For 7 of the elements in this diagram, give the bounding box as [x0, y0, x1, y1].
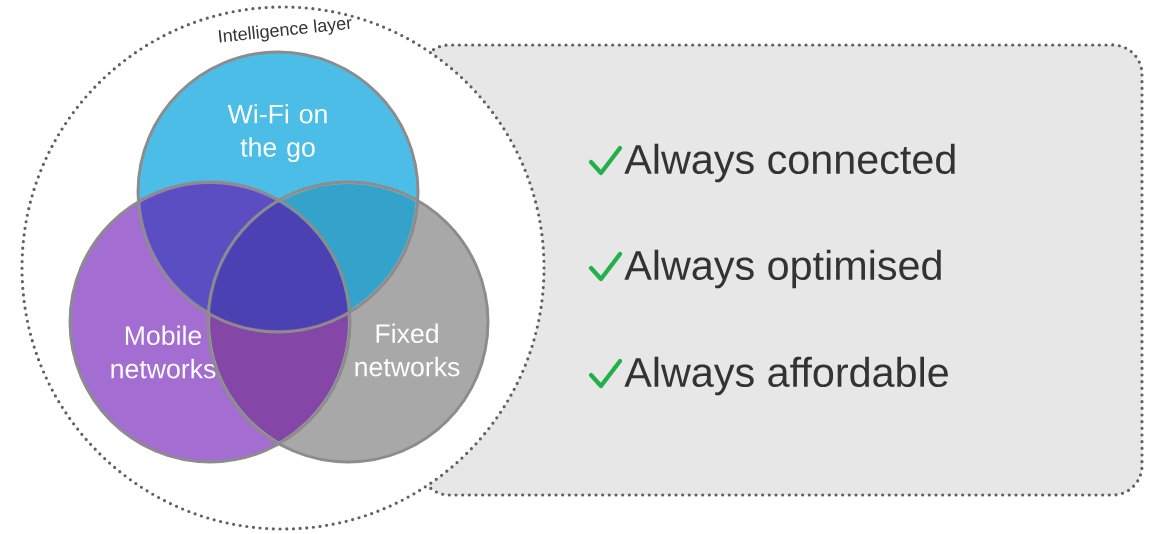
- benefit-text: Always connected: [624, 143, 955, 183]
- circle-label: Fixed networks: [355, 323, 460, 377]
- benefit-text: Always optimised: [624, 249, 941, 289]
- circle-label: Mobile networks: [111, 325, 216, 379]
- benefit-text: Always affordable: [624, 356, 948, 396]
- circle-label: Wi-Fi on the go: [227, 103, 327, 163]
- layer-label: Intelligence layer: [218, 19, 352, 43]
